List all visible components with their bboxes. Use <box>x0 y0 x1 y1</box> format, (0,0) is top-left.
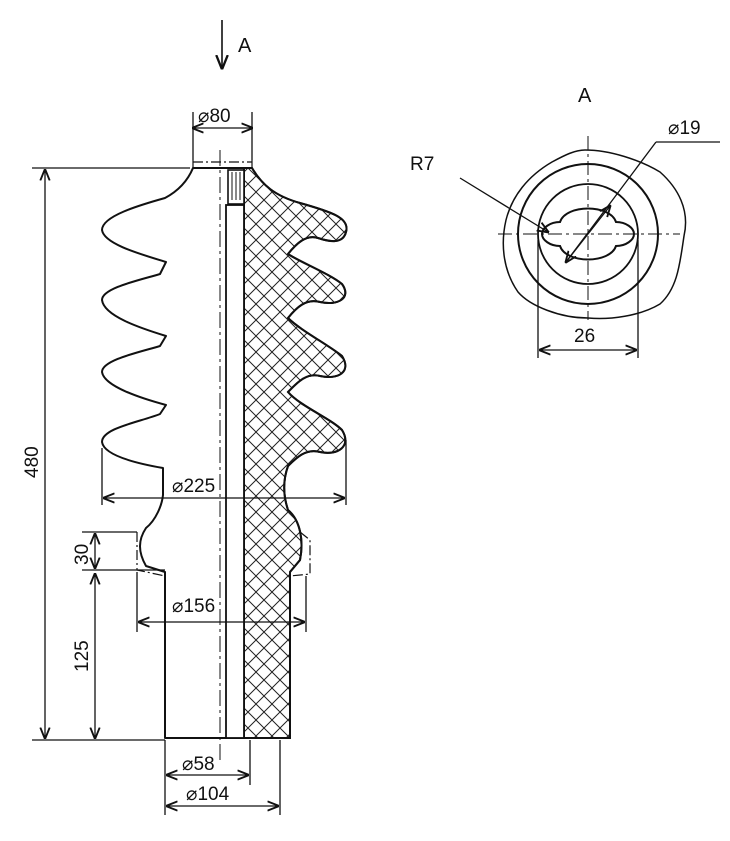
insulator-body <box>101 167 348 739</box>
view-arrow-label: A <box>238 35 252 57</box>
dim-flange-diameter: ⌀156 <box>172 596 215 617</box>
radius-label: R7 <box>410 154 434 175</box>
view-label: A <box>578 85 592 107</box>
section-cut <box>225 167 348 739</box>
view-a-detail <box>459 136 720 358</box>
width-label: 26 <box>574 326 595 347</box>
dim-base-height: 125 <box>72 640 93 672</box>
dim-top-diameter: ⌀80 <box>198 106 231 127</box>
dim-height-total: 480 <box>22 446 43 478</box>
dim-shed-diameter: ⌀225 <box>172 476 215 497</box>
dim-bore-diameter: ⌀58 <box>182 754 215 775</box>
hole-diameter-label: ⌀19 <box>668 118 701 139</box>
dim-base-diameter: ⌀104 <box>186 784 230 805</box>
dimension-lines <box>32 112 347 815</box>
dim-flange-height: 30 <box>72 544 93 565</box>
